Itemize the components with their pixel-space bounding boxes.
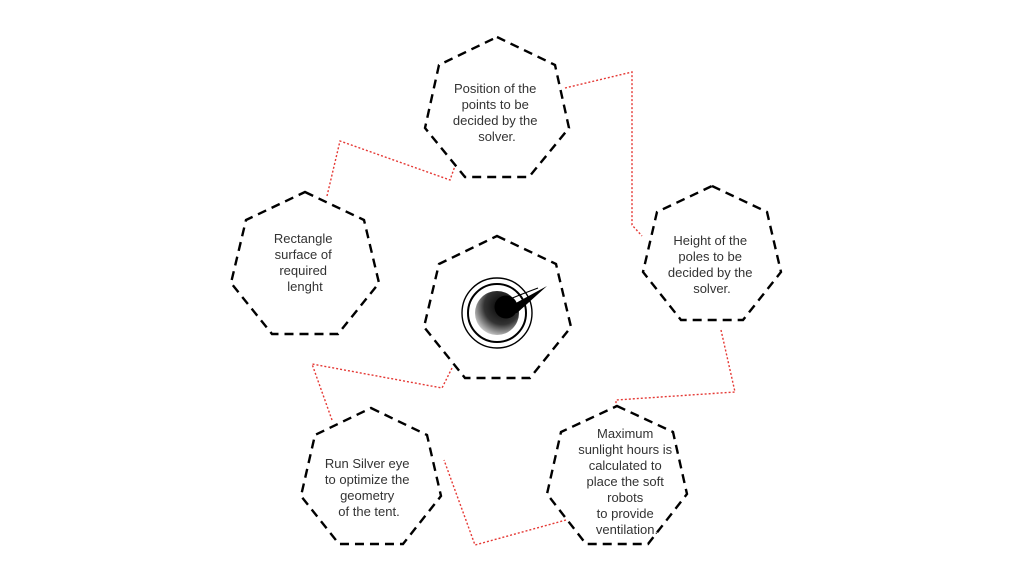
node-silvereye-line: of the tent. (338, 504, 399, 519)
node-sunlight-line: calculated to (589, 458, 662, 473)
connector-poles-to-sunlight (615, 329, 736, 410)
node-silvereye-text: Run Silver eye to optimize the geometry … (325, 456, 413, 519)
heptagon-poles (641, 184, 783, 322)
heptagon-points (423, 35, 571, 179)
node-sunlight-line: to provide (597, 506, 654, 521)
node-rectangle-text: Rectangle surface of required lenght (274, 231, 336, 294)
node-points-line: decided by the (453, 113, 538, 128)
node-poles-line: decided by the (668, 265, 753, 280)
node-silvereye-line: to optimize the (325, 472, 410, 487)
node-poles-text: Height of the poles to be decided by the… (668, 233, 756, 296)
node-points: Position of the points to be decided by … (423, 35, 571, 179)
node-points-line: Position of the (454, 81, 536, 96)
node-sunlight-line: place the soft (587, 474, 665, 489)
node-silvereye-line: Run Silver eye (325, 456, 410, 471)
node-rectangle: Rectangle surface of required lenght (229, 190, 381, 336)
node-poles-line: Height of the (673, 233, 747, 248)
node-poles-line: solver. (693, 281, 731, 296)
node-sunlight-line: sunlight hours is (578, 442, 672, 457)
connectors (310, 71, 736, 546)
heptagon-rectangle (229, 190, 381, 336)
node-points-text: Position of the points to be decided by … (453, 81, 541, 144)
node-sunlight-text: Maximum sunlight hours is calculated to … (578, 426, 676, 537)
node-points-line: solver. (478, 129, 516, 144)
node-rectangle-line: surface of (275, 247, 332, 262)
node-sunlight-line: ventilation. (596, 522, 658, 537)
node-poles: Height of the poles to be decided by the… (641, 184, 783, 322)
node-sunlight-line: Maximum (597, 426, 653, 441)
connector-rectangle-to-points (326, 140, 457, 197)
node-rectangle-line: required (279, 263, 327, 278)
node-points-line: points to be (462, 97, 529, 112)
heptagon-silvereye (299, 406, 443, 546)
connector-sunlight-to-silvereye (443, 459, 567, 546)
node-center (422, 234, 573, 380)
node-sunlight-line: robots (607, 490, 644, 505)
node-rectangle-line: Rectangle (274, 231, 333, 246)
node-silvereye: Run Silver eye to optimize the geometry … (299, 406, 443, 546)
node-poles-line: poles to be (678, 249, 742, 264)
connector-silvereye-to-center (310, 363, 453, 421)
connector-points-to-poles (564, 71, 643, 237)
heptagon-sunlight (545, 404, 689, 546)
node-rectangle-line: lenght (287, 279, 323, 294)
node-silvereye-line: geometry (340, 488, 395, 503)
grasshopper-icon (461, 277, 547, 349)
node-sunlight: Maximum sunlight hours is calculated to … (545, 404, 689, 546)
